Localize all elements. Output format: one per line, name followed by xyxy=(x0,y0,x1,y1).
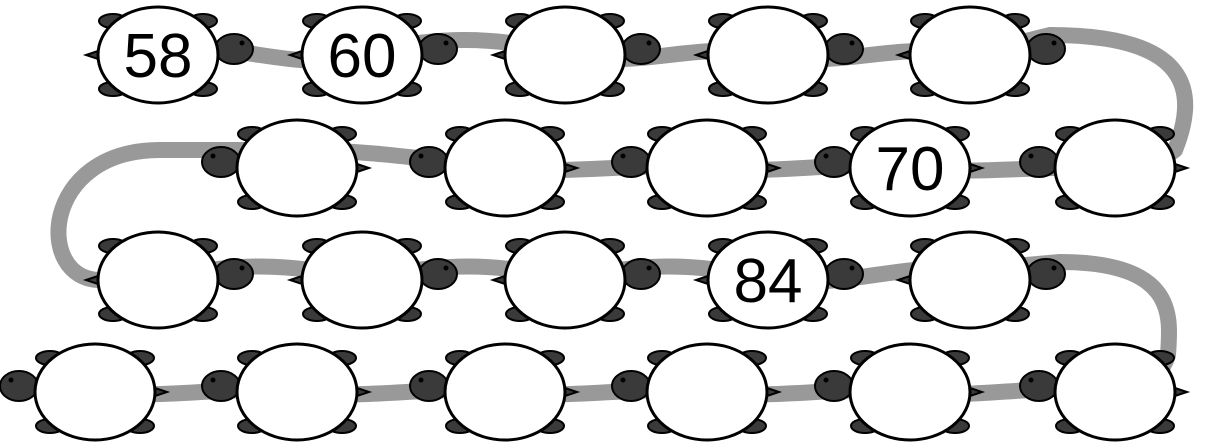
turtle xyxy=(898,7,1065,103)
turtle xyxy=(493,232,660,328)
turtle-tail xyxy=(696,276,708,284)
turtle-head xyxy=(815,371,853,401)
turtle: 60 xyxy=(290,7,457,103)
turtle-head xyxy=(825,259,863,289)
turtle-eye xyxy=(824,154,829,159)
turtle xyxy=(1020,120,1187,216)
turtle xyxy=(696,7,863,103)
turtle-shell xyxy=(302,232,422,328)
turtle-eye xyxy=(240,41,245,46)
turtle-shell xyxy=(98,232,218,328)
turtle-number: 60 xyxy=(328,22,397,91)
turtle: 70 xyxy=(815,120,982,216)
turtle-eye xyxy=(419,378,424,383)
turtle-head xyxy=(1027,259,1065,289)
turtle-tail xyxy=(290,276,302,284)
turtle-shell xyxy=(910,7,1030,103)
turtle-tail xyxy=(493,276,505,284)
turtle-eye xyxy=(211,154,216,159)
turtle-eye xyxy=(647,41,652,46)
turtle-number: 70 xyxy=(876,135,945,204)
turtle: 58 xyxy=(86,7,253,103)
turtle-shell xyxy=(1055,120,1175,216)
turtle-eye xyxy=(850,41,855,46)
turtle-grid: 58 60 70 84 xyxy=(0,7,1187,440)
turtle-shell xyxy=(505,232,625,328)
turtle-head xyxy=(612,147,650,177)
turtle-tail xyxy=(357,164,369,172)
turtle-tail xyxy=(86,51,98,59)
turtle-tail xyxy=(493,51,505,59)
turtle xyxy=(898,232,1065,328)
turtle-shell xyxy=(35,344,155,440)
turtle-head xyxy=(202,147,240,177)
turtle-eye xyxy=(1052,41,1057,46)
turtle-head xyxy=(612,371,650,401)
turtle-shell xyxy=(910,232,1030,328)
turtle-shell xyxy=(850,344,970,440)
turtle-shell xyxy=(237,120,357,216)
turtle xyxy=(202,120,369,216)
turtle-shell xyxy=(708,7,828,103)
turtle-shell xyxy=(237,344,357,440)
turtle xyxy=(410,120,577,216)
turtle xyxy=(815,344,982,440)
turtle-eye xyxy=(9,378,14,383)
turtle-eye xyxy=(1029,378,1034,383)
turtle xyxy=(1020,344,1187,440)
turtle-eye xyxy=(1029,154,1034,159)
turtle xyxy=(612,120,779,216)
turtle-eye xyxy=(1052,266,1057,271)
turtle xyxy=(612,344,779,440)
turtle-head xyxy=(622,259,660,289)
turtle-shell xyxy=(505,7,625,103)
turtle xyxy=(86,232,253,328)
turtle-head xyxy=(215,34,253,64)
turtle-eye xyxy=(240,266,245,271)
turtle-eye xyxy=(850,266,855,271)
turtle-shell xyxy=(445,120,565,216)
turtle-head xyxy=(419,259,457,289)
turtle-eye xyxy=(824,378,829,383)
turtle-head xyxy=(410,147,448,177)
turtle-tail xyxy=(1175,388,1187,396)
turtle-head xyxy=(622,34,660,64)
turtle-head xyxy=(419,34,457,64)
turtle xyxy=(202,344,369,440)
turtle-head xyxy=(0,371,38,401)
turtle-number: 84 xyxy=(734,247,803,316)
turtle-head xyxy=(815,147,853,177)
turtle-head xyxy=(1020,147,1058,177)
turtle-head xyxy=(1020,371,1058,401)
turtle-shell xyxy=(647,120,767,216)
turtle xyxy=(493,7,660,103)
turtle-shell xyxy=(1055,344,1175,440)
turtle-eye xyxy=(621,378,626,383)
turtle-eye xyxy=(211,378,216,383)
turtle-head xyxy=(202,371,240,401)
turtle-shell xyxy=(647,344,767,440)
turtle-head xyxy=(215,259,253,289)
turtle-head xyxy=(1027,34,1065,64)
turtle-shell xyxy=(445,344,565,440)
turtle-eye xyxy=(621,154,626,159)
turtle xyxy=(0,344,167,440)
turtle-head xyxy=(825,34,863,64)
turtle xyxy=(410,344,577,440)
turtle-number: 58 xyxy=(124,22,193,91)
turtle-eye xyxy=(444,41,449,46)
turtle-eye xyxy=(419,154,424,159)
turtle-eye xyxy=(444,266,449,271)
turtle: 84 xyxy=(696,232,863,328)
turtle-tail xyxy=(1175,164,1187,172)
turtle-head xyxy=(410,371,448,401)
turtle xyxy=(290,232,457,328)
turtle-eye xyxy=(647,266,652,271)
